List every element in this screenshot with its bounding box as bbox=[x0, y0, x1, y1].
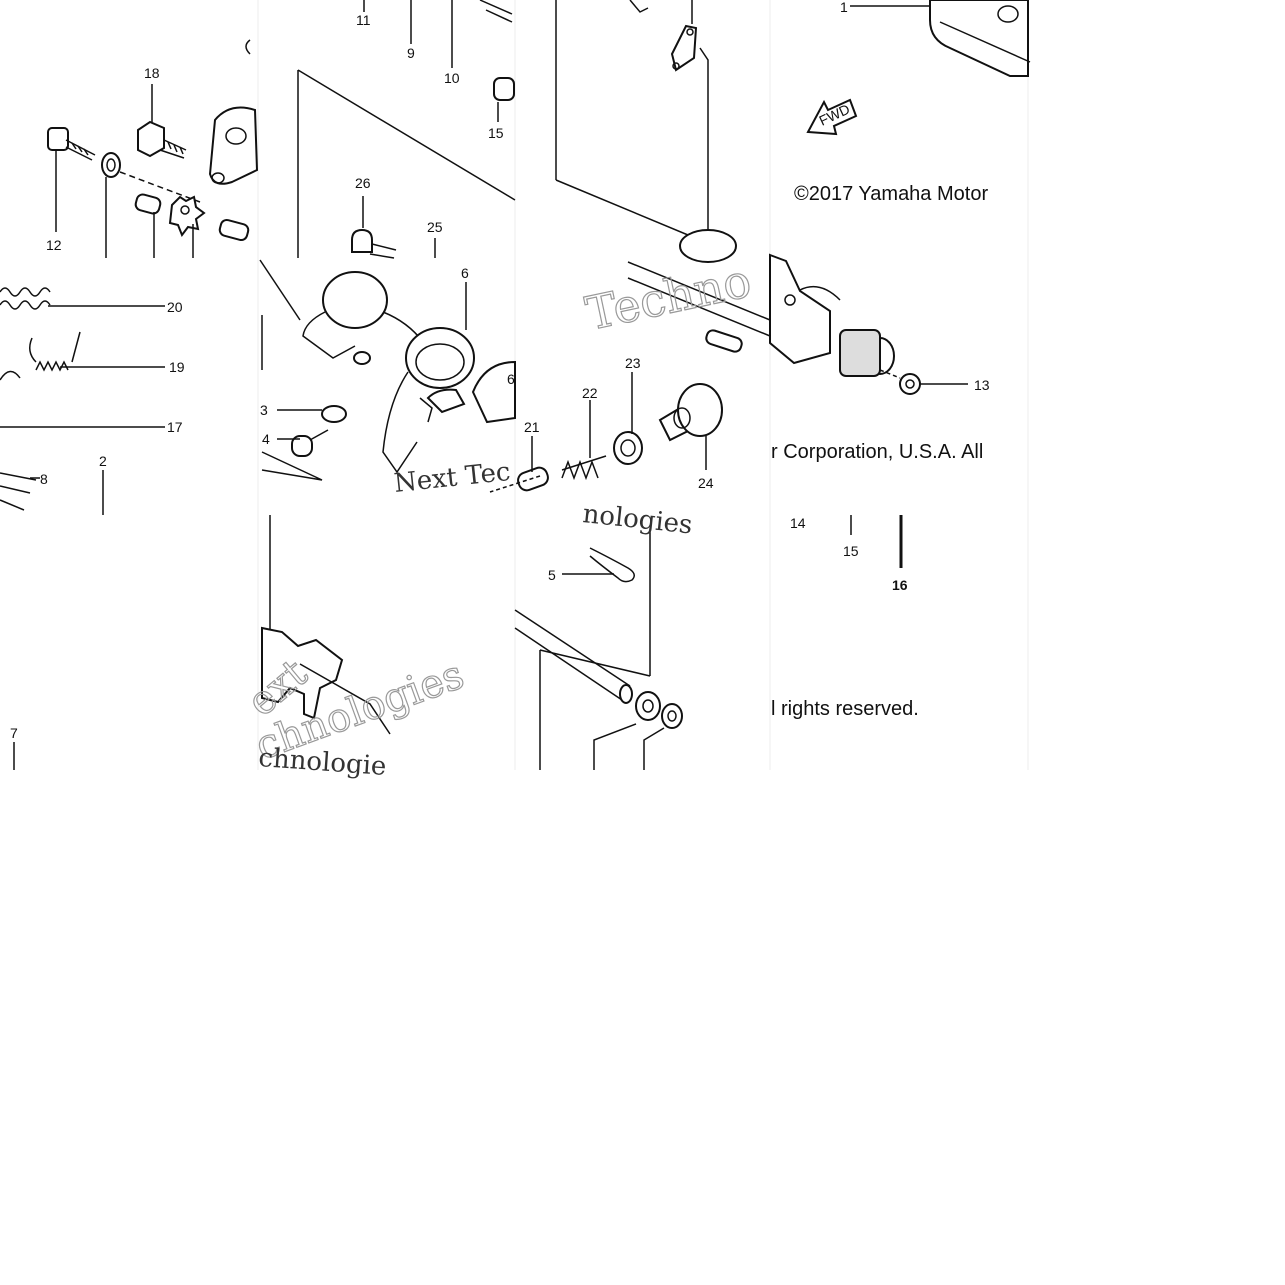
part-label-14: 14 bbox=[790, 515, 806, 531]
spring-20-icon bbox=[0, 287, 165, 310]
shift-fork-lower-icon bbox=[13, 515, 391, 770]
part-label-8: 8 bbox=[40, 471, 48, 487]
shift-lever-icon bbox=[629, 0, 709, 260]
washer-13-icon bbox=[879, 369, 968, 395]
pin-top-icon bbox=[479, 0, 513, 23]
part-label-12: 12 bbox=[46, 237, 62, 253]
washer-icon bbox=[101, 152, 121, 258]
shaft-icon bbox=[514, 609, 651, 770]
copyright-notice: ©2017 Yamaha Motor r Corporation, U.S.A.… bbox=[771, 183, 988, 720]
shift-fork-1-icon bbox=[259, 259, 424, 365]
part-label-10: 10 bbox=[444, 70, 460, 86]
part-label-24: 24 bbox=[698, 475, 714, 491]
spring-19-icon bbox=[0, 331, 165, 381]
scan-tiles bbox=[257, 0, 1029, 770]
part-label-19: 19 bbox=[169, 359, 185, 375]
copyright-line-3: l rights reserved. bbox=[771, 698, 919, 720]
part-label-9: 9 bbox=[407, 45, 415, 61]
part-label-6: 6 bbox=[461, 265, 469, 281]
part-number-labels: 1 2 3 4 5 6 6 7 8 9 10 11 12 13 14 15 15… bbox=[10, 0, 990, 741]
copyright-line-2: r Corporation, U.S.A. All bbox=[771, 441, 983, 463]
spring-22-icon bbox=[561, 400, 607, 481]
pin-8-icon bbox=[0, 472, 40, 511]
part-label-3: 3 bbox=[260, 402, 268, 418]
washers-bottom-icon bbox=[593, 691, 683, 770]
part-label-1: 1 bbox=[840, 0, 848, 15]
part-label-26: 26 bbox=[355, 175, 371, 191]
shift-drum-icon bbox=[850, 0, 1031, 77]
part-label-20: 20 bbox=[167, 299, 183, 315]
pin-4-icon bbox=[277, 429, 329, 457]
fwd-arrow-icon: FWD bbox=[806, 98, 858, 136]
part-label-2: 2 bbox=[99, 453, 107, 469]
circlip-15-icon bbox=[493, 77, 515, 122]
bolt-12-icon bbox=[47, 127, 96, 232]
part-label-15b: 15 bbox=[843, 543, 859, 559]
part-label-23: 23 bbox=[625, 355, 641, 371]
part-label-15a: 15 bbox=[488, 125, 504, 141]
drum-body-icon bbox=[679, 229, 895, 377]
part-label-7: 7 bbox=[10, 725, 18, 741]
part-label-18: 18 bbox=[144, 65, 160, 81]
part-label-4: 4 bbox=[262, 431, 270, 447]
shift-fork-6b-icon bbox=[471, 360, 516, 424]
part-label-13: 13 bbox=[974, 377, 990, 393]
plug-24-icon bbox=[658, 383, 723, 470]
cotter-pin-5-icon bbox=[562, 547, 635, 583]
part-label-5: 5 bbox=[548, 567, 556, 583]
shift-arm-icon bbox=[119, 106, 259, 203]
part-label-25: 25 bbox=[427, 219, 443, 235]
part-label-21: 21 bbox=[524, 419, 540, 435]
star-plate-icon bbox=[134, 193, 250, 258]
bolt-18-icon bbox=[137, 84, 187, 159]
washer-23-icon bbox=[613, 372, 643, 465]
part-label-11: 11 bbox=[356, 12, 371, 28]
shift-fork-6-icon bbox=[382, 282, 475, 474]
bolt-26-icon bbox=[351, 196, 397, 259]
copyright-line-1: ©2017 Yamaha Motor bbox=[794, 183, 988, 205]
rod-icon bbox=[627, 261, 771, 353]
box-outline bbox=[261, 69, 516, 370]
roller-3-icon bbox=[277, 405, 347, 423]
part-label-22: 22 bbox=[582, 385, 598, 401]
part-label-16: 16 bbox=[892, 577, 908, 593]
part-label-6b: 6 bbox=[507, 371, 515, 387]
part-label-17: 17 bbox=[167, 419, 183, 435]
